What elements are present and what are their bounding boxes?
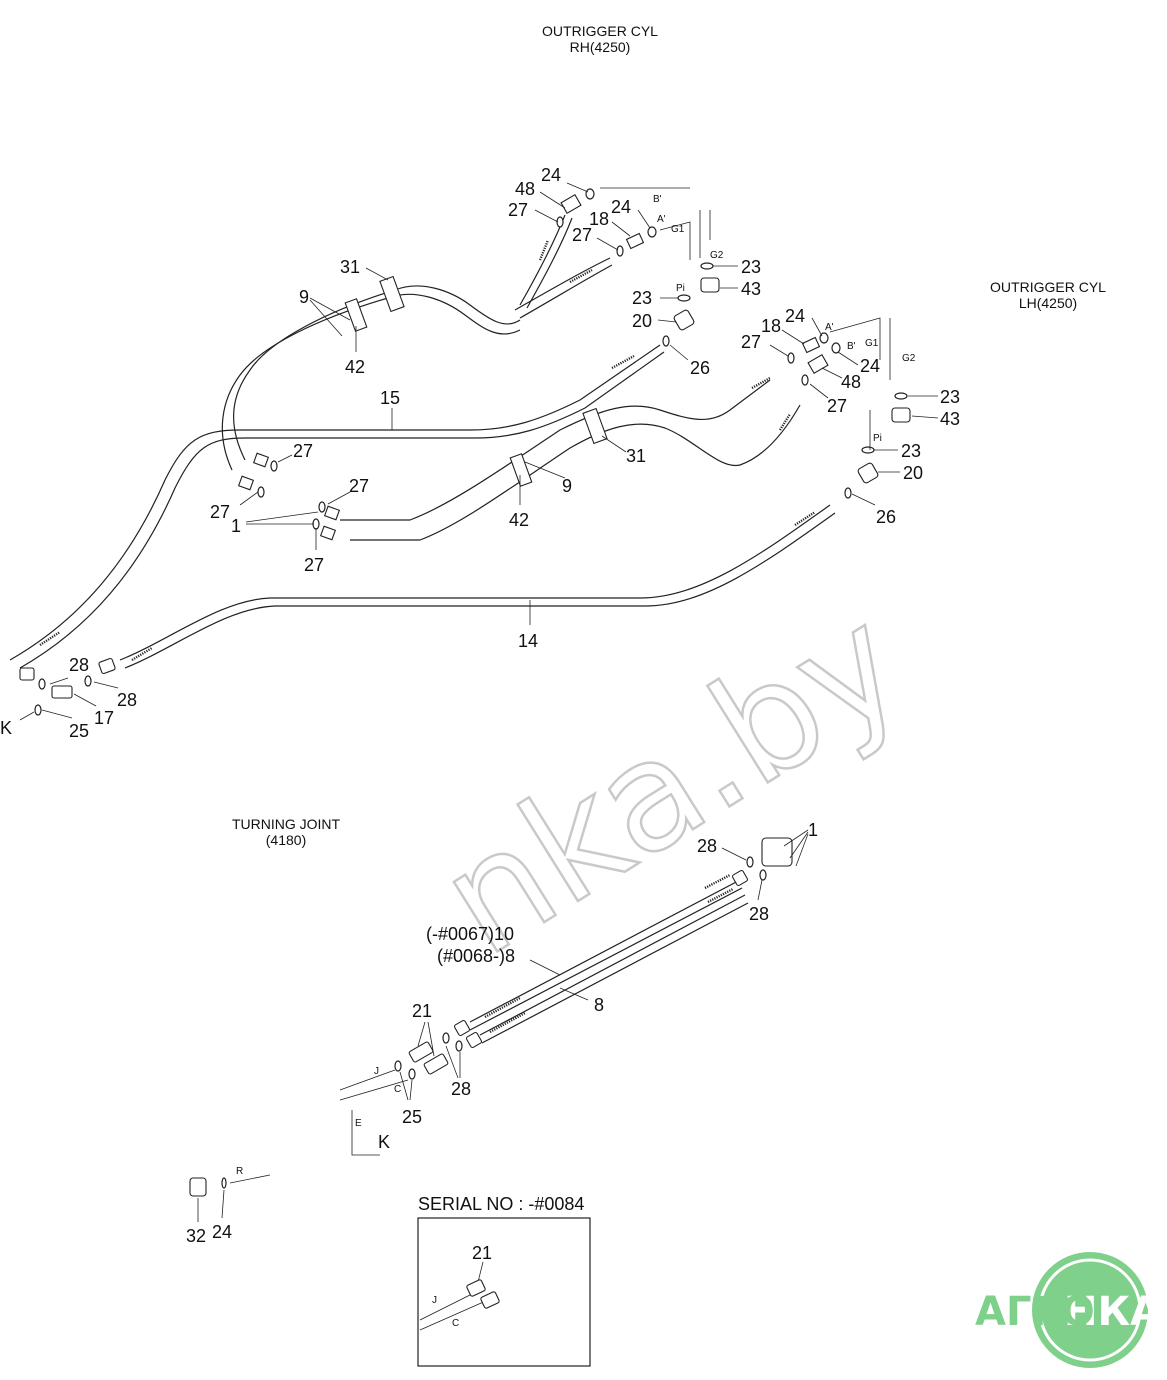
port-r: R — [236, 1166, 243, 1177]
heading-lh-title: OUTRIGGER CYL — [990, 279, 1106, 295]
port-c: C — [394, 1084, 401, 1095]
part-25: 25 — [69, 721, 89, 741]
part-28: 28 — [117, 690, 137, 710]
part-23: 23 — [632, 288, 652, 308]
heading-lh-code: LH(4250) — [1019, 295, 1077, 311]
part-28: 28 — [451, 1079, 471, 1099]
part-27: 27 — [210, 502, 230, 522]
part-8: 8 — [594, 995, 604, 1015]
leader-lines — [19, 182, 939, 1283]
port-pi-rh: Pi — [676, 283, 685, 294]
part-20: 20 — [903, 463, 923, 483]
heading-rh-code: RH(4250) — [570, 39, 631, 55]
part-21-inset: 21 — [472, 1243, 492, 1263]
part-14: 14 — [518, 631, 538, 651]
part-18: 18 — [761, 316, 781, 336]
port-b-lh: B' — [847, 341, 856, 352]
port-g2-rh: G2 — [710, 250, 724, 261]
port-labels: B' A' G1 G2 Pi A' B' G1 G2 Pi J C E R J … — [0, 194, 916, 1329]
port-g1-lh: G1 — [865, 338, 879, 349]
serial-label: SERIAL NO : -#0084 — [418, 1194, 584, 1214]
part-28: 28 — [749, 904, 769, 924]
part-32: 32 — [186, 1226, 206, 1246]
part-31: 31 — [340, 257, 360, 277]
port-k-lower: K — [378, 1132, 390, 1152]
port-a-lh: A' — [825, 322, 834, 333]
part-42: 42 — [345, 357, 365, 377]
part-43: 43 — [741, 279, 761, 299]
part-23: 23 — [940, 387, 960, 407]
part-10-serial: (-#0067)10 — [426, 924, 514, 944]
part-1: 1 — [808, 820, 818, 840]
part-18: 18 — [589, 209, 609, 229]
port-g2-lh: G2 — [902, 353, 916, 364]
part-25: 25 — [402, 1107, 422, 1127]
logo-text-right: НКА — [1064, 1289, 1161, 1335]
port-j-inset: J — [432, 1295, 437, 1306]
part-48: 48 — [515, 179, 535, 199]
heading-tj-code: (4180) — [266, 832, 306, 848]
part-27: 27 — [349, 476, 369, 496]
part-24: 24 — [860, 356, 880, 376]
part-42: 42 — [509, 510, 529, 530]
part-28: 28 — [69, 655, 89, 675]
port-lines — [229, 187, 891, 1331]
part-26: 26 — [690, 358, 710, 378]
part-15: 15 — [380, 388, 400, 408]
part-24: 24 — [541, 165, 561, 185]
port-e: E — [355, 1118, 362, 1129]
part-21: 21 — [412, 1001, 432, 1021]
part-27: 27 — [293, 441, 313, 461]
part-24: 24 — [212, 1222, 232, 1242]
part-43: 43 — [940, 409, 960, 429]
part-27: 27 — [741, 332, 761, 352]
heading-tj-title: TURNING JOINT — [232, 816, 341, 832]
port-c-inset: C — [452, 1318, 459, 1329]
part-17: 17 — [94, 708, 114, 728]
port-j: J — [374, 1066, 379, 1077]
part-48: 48 — [841, 372, 861, 392]
serial-inset-fittings — [466, 1279, 500, 1309]
clamps — [344, 275, 608, 487]
logo-text-left: АГРО — [975, 1289, 1095, 1335]
part-24: 24 — [611, 197, 631, 217]
hose-hatches — [39, 239, 816, 1034]
part-27: 27 — [572, 225, 592, 245]
part-27: 27 — [827, 396, 847, 416]
port-b-rh: B' — [653, 194, 662, 205]
part-23: 23 — [901, 441, 921, 461]
part-9: 9 — [299, 287, 309, 307]
part-labels: 24 48 27 18 24 27 23 43 23 20 26 31 9 42… — [69, 165, 960, 1263]
part-9: 9 — [562, 476, 572, 496]
tube-group-upper — [9, 214, 665, 669]
part-23: 23 — [741, 257, 761, 277]
part-28: 28 — [697, 836, 717, 856]
port-pi-lh: Pi — [873, 433, 882, 444]
part-26: 26 — [876, 507, 896, 527]
fittings — [19, 188, 911, 1197]
serial-inset-box — [417, 1217, 591, 1367]
part-8-serial: (#0068-)8 — [437, 946, 515, 966]
part-27: 27 — [508, 200, 528, 220]
part-1: 1 — [231, 516, 241, 536]
port-g1-rh: G1 — [671, 224, 685, 235]
port-k-upper: K — [0, 718, 12, 738]
heading-rh-title: OUTRIGGER CYL — [542, 23, 658, 39]
part-27: 27 — [304, 555, 324, 575]
part-24: 24 — [785, 306, 805, 326]
agronka-logo: НКА АГРО — [975, 1252, 1161, 1368]
tube-group-lower — [119, 379, 836, 1044]
part-31: 31 — [626, 446, 646, 466]
port-a-rh: A' — [657, 214, 666, 225]
part-20: 20 — [632, 311, 652, 331]
